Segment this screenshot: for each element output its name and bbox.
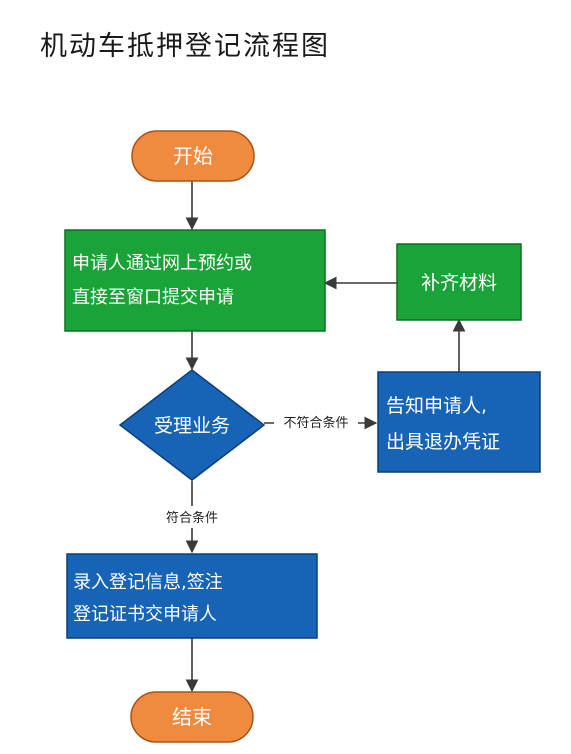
end-node: [130, 691, 254, 743]
notify-node: [377, 371, 541, 473]
supplement-node-label: 补齐材料: [421, 272, 497, 294]
page-title: 机动车抵押登记流程图: [40, 31, 330, 62]
apply-node: [64, 229, 326, 332]
accept-decision: [118, 369, 266, 481]
edge-label-bg: [274, 411, 358, 433]
edge-label-bg: [156, 506, 228, 528]
apply-node-line1: 申请人通过网上预约或: [72, 253, 252, 274]
start-node: [131, 130, 255, 182]
edge-label-meet: 符合条件: [166, 510, 218, 526]
apply-node-line2: 直接至窗口提交申请: [72, 287, 234, 308]
end-node-label: 结束: [172, 705, 212, 729]
record-node-line1: 录入登记信息,签注: [73, 572, 223, 593]
record-node-line2: 登记证书交申请人: [73, 604, 217, 625]
accept-decision-label: 受理业务: [154, 415, 230, 437]
start-node-label: 开始: [173, 144, 213, 168]
edge-label-not-meet: 不符合条件: [283, 415, 348, 431]
supplement-node: [396, 243, 522, 321]
record-node: [66, 553, 318, 639]
notify-node-line2: 出具退办凭证: [386, 431, 500, 453]
notify-node-line1: 告知申请人,: [386, 395, 487, 417]
